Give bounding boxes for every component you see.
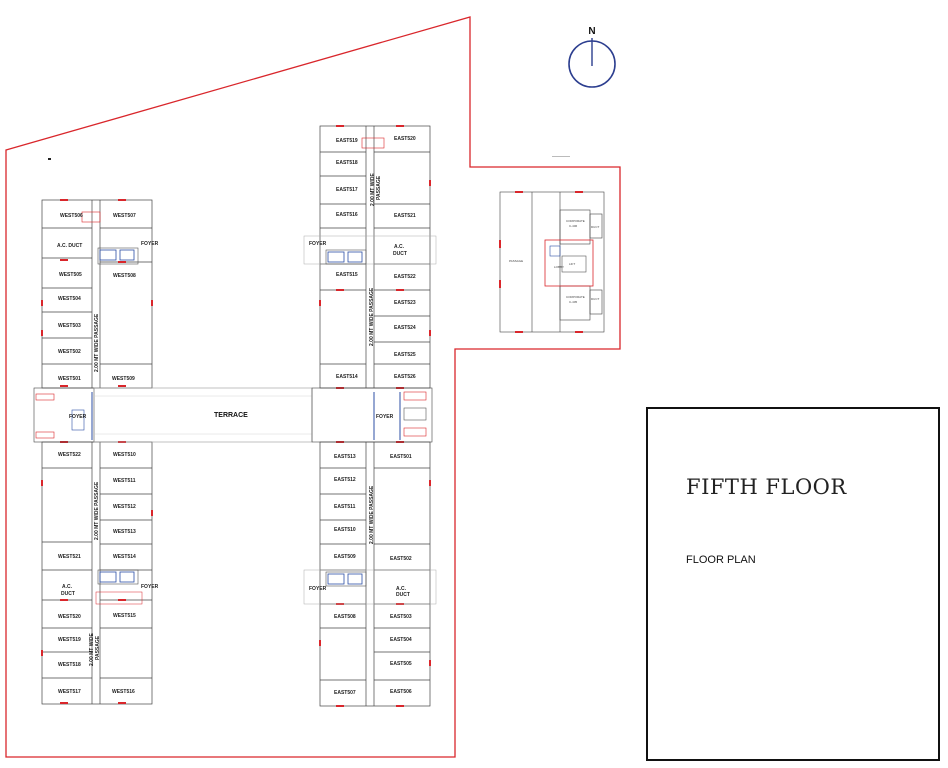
- unit-west519: WEST519: [58, 637, 81, 643]
- passage-east-upper-b: PASSAGE: [376, 175, 382, 200]
- unit-west517: WEST517: [58, 689, 81, 695]
- core-block-marks: [499, 191, 583, 333]
- title-block: FIFTH FLOOR FLOOR PLAN: [646, 407, 940, 761]
- west-service-core-upper: [81, 211, 139, 265]
- terrace-label: TERRACE: [214, 412, 248, 419]
- unit-east523: EAST523: [394, 300, 416, 306]
- corporate-c405-b: C-405: [569, 300, 578, 304]
- unit-east524: EAST524: [394, 325, 416, 331]
- west-service-core-lower: [95, 569, 143, 605]
- east-labels: EAST519 EAST520 EAST518 EAST517 EAST516 …: [309, 136, 416, 696]
- corporate-c405-a: CORPORATE: [566, 295, 585, 299]
- foyer-west-lower: FOYER: [141, 584, 159, 590]
- passage-east-middle: 2.00 MT WIDE PASSAGE: [369, 287, 375, 346]
- unit-west518: WEST518: [58, 662, 81, 668]
- foyer-east-lower: FOYER: [309, 586, 327, 592]
- unit-west521: WEST521: [58, 554, 81, 560]
- east-service-core-lower: [303, 569, 437, 605]
- unit-west511: WEST511: [113, 478, 136, 484]
- site-boundary: [5, 16, 621, 758]
- unit-west505: WEST505: [59, 272, 82, 278]
- passage-west-lower-a: 2.00 MT WIDE: [89, 633, 95, 666]
- unit-west520: WEST520: [58, 614, 81, 620]
- unit-east520: EAST520: [394, 136, 416, 142]
- drawing-subtitle: FLOOR PLAN: [686, 554, 756, 566]
- duct-west-upper: A.C. DUCT: [57, 243, 82, 249]
- unit-east513: EAST513: [334, 454, 356, 460]
- unit-east525: EAST525: [394, 352, 416, 358]
- duct-core-upper: DUCT: [591, 225, 599, 229]
- unit-east508: EAST508: [334, 614, 356, 620]
- drawing-title: FIFTH FLOOR: [686, 475, 847, 499]
- passage-west-lower-b: PASSAGE: [95, 635, 101, 660]
- unit-east504: EAST504: [390, 637, 412, 643]
- duct-core-lower: DUCT: [591, 297, 599, 301]
- unit-east515: EAST515: [336, 272, 358, 278]
- foyer-east-upper: FOYER: [309, 241, 327, 247]
- duct-east-upper-b: DUCT: [393, 251, 407, 257]
- unit-west512: WEST512: [113, 504, 136, 510]
- unit-west516: WEST516: [112, 689, 135, 695]
- unit-east506: EAST506: [390, 689, 412, 695]
- east-foyer-block: [311, 387, 433, 443]
- core-passage-label: PASSAGE: [509, 259, 523, 263]
- unit-east511: EAST511: [334, 504, 356, 510]
- west-labels: WEST506 WEST507 A.C. DUCT FOYER WEST505 …: [57, 213, 159, 695]
- duct-west-lower-b: DUCT: [61, 591, 75, 597]
- unit-west502: WEST502: [58, 349, 81, 355]
- foyer-east-mid: FOYER: [376, 414, 394, 420]
- unit-east507: EAST507: [334, 690, 356, 696]
- north-label: N: [588, 26, 595, 37]
- corporate-c406-a: CORPORATE: [566, 219, 585, 223]
- corporate-c406-b: C-406: [569, 224, 578, 228]
- lobby-label: LOBBY: [554, 265, 564, 269]
- unit-east501: EAST501: [390, 454, 412, 460]
- unit-east509: EAST509: [334, 554, 356, 560]
- foyer-west-upper: FOYER: [141, 241, 159, 247]
- duct-west-lower-a: A.C.: [62, 584, 73, 590]
- passage-east-lower: 2.00 MT WIDE PASSAGE: [369, 485, 375, 544]
- unit-west506: WEST506: [60, 213, 83, 219]
- unit-west514: WEST514: [113, 554, 136, 560]
- unit-east512: EAST512: [334, 477, 356, 483]
- unit-west510: WEST510: [113, 452, 136, 458]
- duct-east-lower-a: A.C.: [396, 586, 407, 592]
- unit-east517: EAST517: [336, 187, 358, 193]
- east-service-core-upper: [303, 137, 437, 265]
- core-labels: CORPORATE C-406 DUCT CORPORATE C-405 DUC…: [509, 219, 599, 304]
- unit-east505: EAST505: [390, 661, 412, 667]
- unit-west508: WEST508: [113, 273, 136, 279]
- duct-east-lower-b: DUCT: [396, 592, 410, 598]
- passage-west-upper: 2.00 MT WIDE PASSAGE: [94, 313, 100, 372]
- unit-west507: WEST507: [113, 213, 136, 219]
- unit-east510: EAST510: [334, 527, 356, 533]
- unit-west515: WEST515: [113, 613, 136, 619]
- unit-east519: EAST519: [336, 138, 358, 144]
- core-block: [499, 191, 605, 333]
- duct-east-upper-a: A.C.: [394, 244, 405, 250]
- passage-east-upper-a: 2.00 MT WIDE: [370, 173, 376, 206]
- unit-east502: EAST502: [390, 556, 412, 562]
- unit-east522: EAST522: [394, 274, 416, 280]
- unit-east516: EAST516: [336, 212, 358, 218]
- foyer-west-mid: FOYER: [69, 414, 87, 420]
- lift-label: LIFT: [569, 262, 575, 266]
- unit-west504: WEST504: [58, 296, 81, 302]
- unit-west509: WEST509: [112, 376, 135, 382]
- unit-west501: WEST501: [58, 376, 81, 382]
- passage-west-middle: 2.00 MT WIDE PASSAGE: [94, 481, 100, 540]
- unit-west522: WEST522: [58, 452, 81, 458]
- unit-east514: EAST514: [336, 374, 358, 380]
- unit-east521: EAST521: [394, 213, 416, 219]
- unit-east526: EAST526: [394, 374, 416, 380]
- unit-west513: WEST513: [113, 529, 136, 535]
- unit-east518: EAST518: [336, 160, 358, 166]
- unit-east503: EAST503: [390, 614, 412, 620]
- north-compass: N: [568, 26, 616, 88]
- unit-west503: WEST503: [58, 323, 81, 329]
